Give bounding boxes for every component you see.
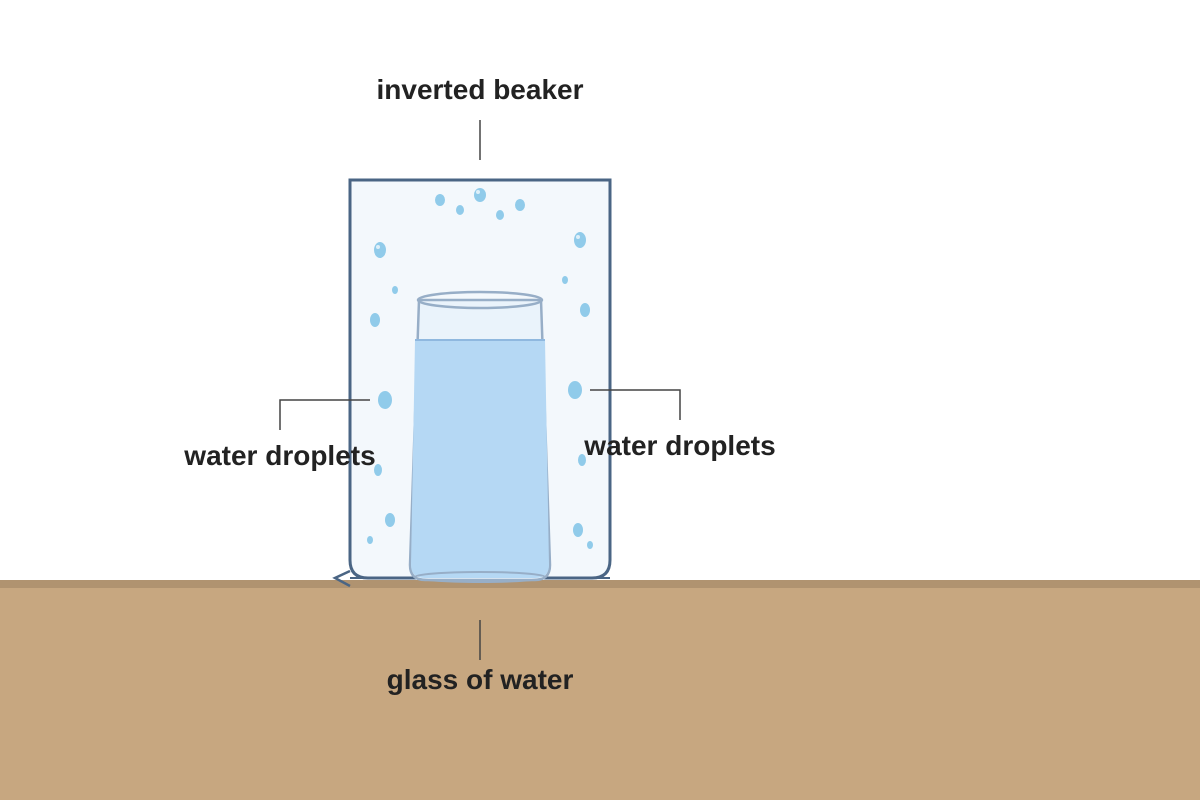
droplet	[435, 194, 445, 206]
droplet	[367, 536, 373, 544]
droplet	[392, 286, 398, 294]
droplet	[385, 513, 395, 527]
droplet	[562, 276, 568, 284]
droplet	[374, 242, 386, 258]
droplet	[496, 210, 504, 220]
droplet	[573, 523, 583, 537]
leader-droplets-right	[590, 389, 681, 420]
droplet	[587, 541, 593, 549]
droplet	[515, 199, 525, 211]
label-glass-of-water: glass of water	[386, 664, 574, 695]
glass-of-water	[408, 290, 552, 583]
label-water-droplets-right: water droplets	[584, 430, 776, 461]
droplet	[568, 381, 582, 399]
droplet	[474, 188, 486, 202]
beaker-spout	[332, 569, 351, 588]
water-fill	[411, 340, 549, 578]
droplet	[374, 464, 382, 476]
droplet	[578, 454, 586, 466]
droplet	[370, 313, 380, 327]
droplet-highlight	[376, 245, 380, 249]
droplet-highlights	[376, 190, 580, 249]
leader-droplets-left	[279, 399, 370, 430]
droplet	[574, 232, 586, 248]
table-top-edge	[0, 580, 1200, 588]
label-inverted-beaker: inverted beaker	[376, 74, 584, 105]
water-droplets	[367, 188, 593, 549]
label-water-droplets-left: water droplets	[184, 440, 376, 471]
droplet-highlight	[476, 190, 480, 194]
droplet	[456, 205, 464, 215]
droplet	[378, 391, 392, 409]
leader-lines	[279, 120, 681, 660]
glass-rim	[416, 290, 544, 310]
droplet	[580, 303, 590, 317]
glass-base	[414, 571, 546, 583]
droplet-highlight	[576, 235, 580, 239]
table-surface	[0, 580, 1200, 800]
